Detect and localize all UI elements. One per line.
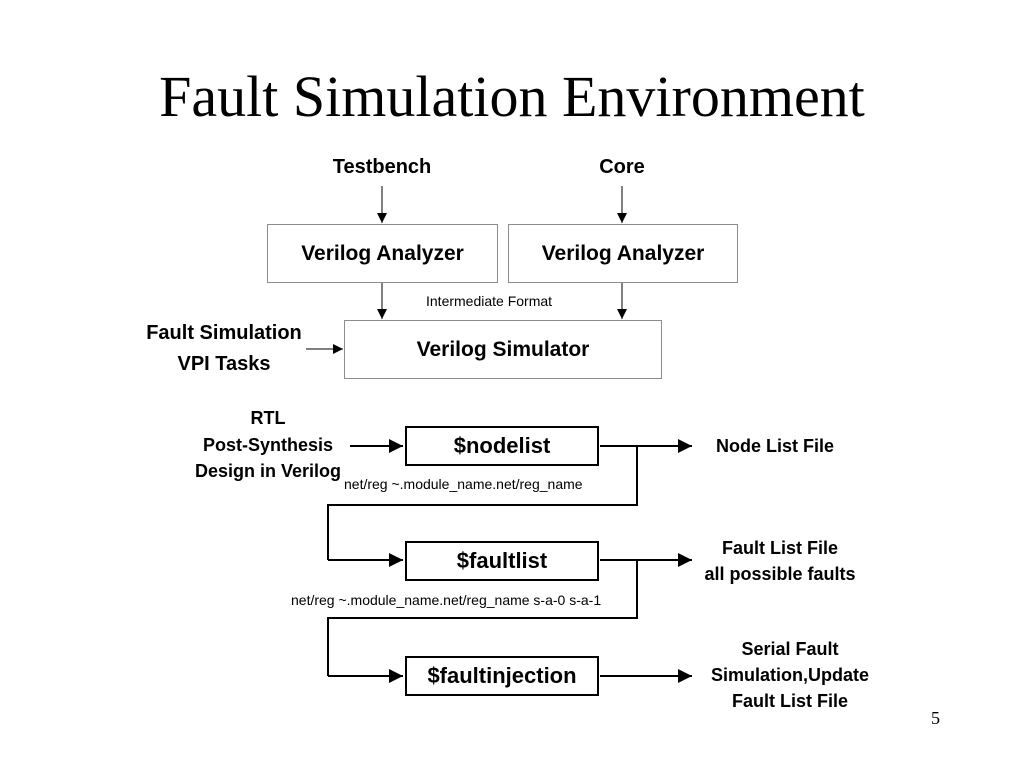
core-label: Core: [599, 156, 645, 178]
nodelist-format-label: net/reg ~.module_name.net/reg_name: [344, 476, 583, 492]
nodelist-box: $nodelist: [405, 426, 599, 466]
faultlist-format-label: net/reg ~.module_name.net/reg_name s-a-0…: [291, 592, 602, 608]
rtl-label-line2: Post-Synthesis: [202, 435, 334, 455]
serial-fault-label-line3: Fault List File: [731, 691, 848, 711]
faultlist-box: $faultlist: [405, 541, 599, 581]
vpi-tasks-label-line2: VPI Tasks: [177, 353, 271, 375]
verilog-analyzer-core-box: Verilog Analyzer: [508, 224, 738, 283]
intermediate-format-label: Intermediate Format: [426, 293, 553, 309]
faultinjection-box: $faultinjection: [405, 656, 599, 696]
serial-fault-label-line1: Serial Fault: [741, 639, 839, 659]
wire-nodelist-to-faultlist: [327, 446, 638, 560]
verilog-simulator-box: Verilog Simulator: [344, 320, 662, 379]
node-list-file-label: Node List File: [715, 436, 834, 456]
verilog-analyzer-testbench-box: Verilog Analyzer: [267, 224, 498, 283]
rtl-label-line1: RTL: [250, 408, 286, 428]
rtl-label-line3: Design in Verilog: [194, 461, 342, 481]
page-title: Fault Simulation Environment: [159, 64, 865, 129]
wire-faultlist-to-faultinjection: [327, 560, 638, 676]
testbench-label: Testbench: [332, 156, 432, 178]
fault-list-file-label-line2: all possible faults: [704, 564, 856, 584]
page-number: 5: [931, 708, 940, 728]
vpi-tasks-label-line1: Fault Simulation: [146, 322, 302, 344]
serial-fault-label-line2: Simulation,Update: [710, 665, 869, 685]
fault-list-file-label-line1: Fault List File: [721, 538, 838, 558]
